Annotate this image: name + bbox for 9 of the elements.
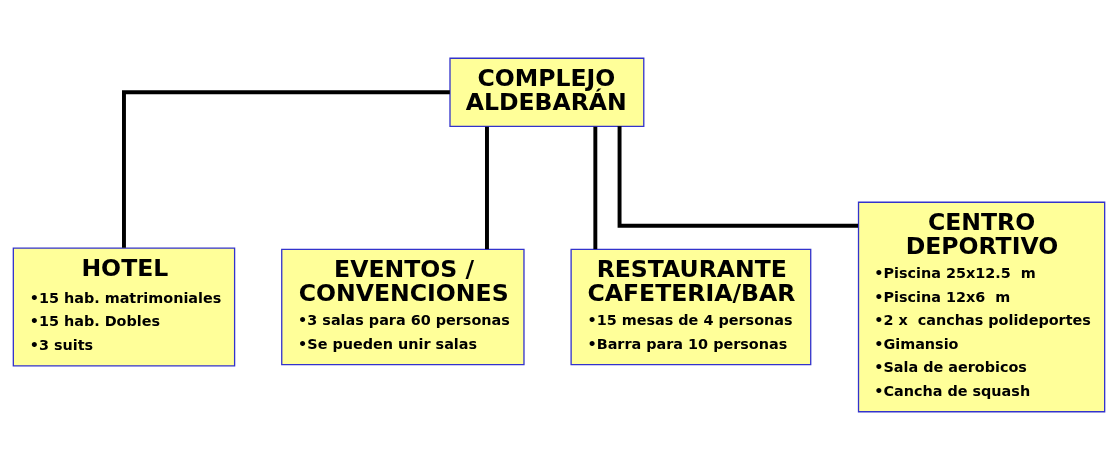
node-box: CENTRO DEPORTIVO •Piscina 25x12.5 m •Piscina 12x6 m •2 x canchas polideportes •Gimansio •Sala de aerobicos •Cancha de squash (857, 201, 1106, 413)
connector (485, 126, 489, 250)
node-box: EVENTOS / CONVENCIONES •3 salas para 60 personas •Se pueden unir salas (281, 248, 525, 366)
node-box: HOTEL •15 hab. matrimoniales •15 hab. Dobles •3 suits (12, 247, 236, 367)
node-box: COMPLEJO ALDEBARÁN (449, 57, 645, 127)
connector (593, 126, 598, 250)
node-box: RESTAURANTE CAFETERIA/BAR •15 mesas de 4 personas •Barra para 10 personas (570, 248, 812, 366)
connector (617, 126, 858, 228)
connector (122, 90, 450, 248)
